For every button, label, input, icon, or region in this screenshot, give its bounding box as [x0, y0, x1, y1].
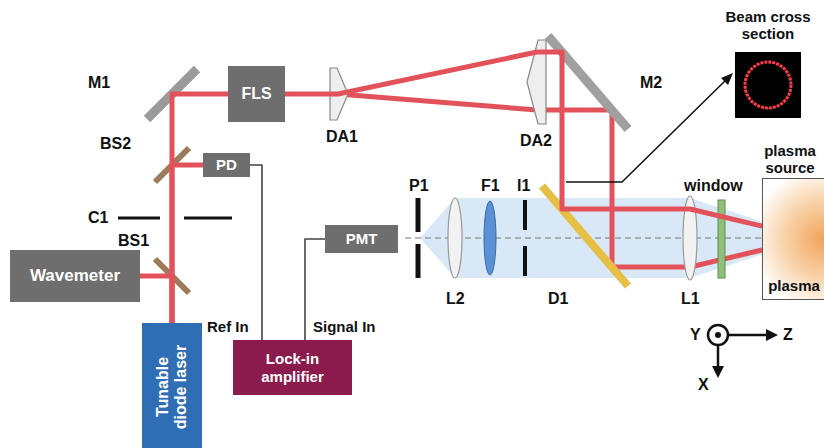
box-label: Wavemeter — [30, 266, 120, 286]
part-label: M1 — [88, 74, 110, 92]
port-label: Ref In — [205, 318, 251, 335]
connector-line — [172, 165, 203, 323]
laser-beam — [140, 276, 172, 323]
pmt-box: PMT — [325, 225, 398, 253]
window-plate — [718, 200, 725, 278]
filter — [484, 201, 496, 275]
laser-beam — [338, 94, 762, 267]
axis-symbol — [708, 325, 728, 345]
laser-box: Tunable diode laser — [142, 323, 202, 448]
part-label: F1 — [481, 177, 500, 195]
chopper — [184, 217, 232, 220]
arrowhead — [766, 329, 778, 341]
pinhole — [416, 244, 421, 278]
arrowhead — [721, 73, 733, 85]
part-label: Y — [690, 326, 701, 344]
part-label: I1 — [517, 177, 530, 195]
pinhole — [416, 198, 421, 232]
axis-arrow — [728, 334, 770, 337]
part-label: BS1 — [118, 232, 149, 250]
box-label: plasma source — [755, 142, 824, 177]
part-label: L2 — [446, 290, 465, 308]
connector-line — [285, 52, 762, 226]
dichroic-mirror — [542, 186, 628, 286]
part-label: D1 — [548, 290, 568, 308]
connector-line — [172, 94, 228, 323]
box-body: plasma — [763, 277, 824, 294]
part-label: Beam cross section — [716, 8, 820, 43]
part-label: Z — [783, 326, 793, 344]
part-label: C1 — [88, 209, 108, 227]
box-label: PMT — [346, 230, 378, 247]
port-label: Signal In — [311, 318, 378, 335]
chopper — [118, 217, 160, 220]
component-box: FLS — [228, 66, 285, 122]
part-label: BS2 — [100, 135, 131, 153]
part-label: X — [698, 376, 709, 394]
box-label: PD — [216, 156, 237, 173]
iris — [523, 246, 527, 276]
ring-beam — [745, 62, 791, 108]
laser-beam — [172, 94, 228, 323]
part-label: M2 — [640, 74, 662, 92]
axis-symbol — [715, 332, 721, 338]
connector-line — [140, 276, 172, 323]
box-label: Tunable diode laser — [154, 338, 191, 436]
photodiode-box: PD — [203, 153, 250, 177]
amplifier-box: Lock-in amplifier — [233, 340, 352, 395]
part-label: DA1 — [326, 128, 358, 146]
instrument-box: Wavemeter — [10, 250, 140, 302]
connector-line — [250, 165, 262, 340]
plasma-source-box: plasma sourceplasma — [762, 178, 824, 300]
arrowhead — [712, 366, 724, 378]
part-label: L1 — [681, 290, 700, 308]
box-label: Lock-in amplifier — [233, 350, 352, 385]
laser-beam — [285, 52, 762, 226]
part-label: window — [684, 177, 743, 195]
signal-wire — [250, 165, 262, 340]
leader-line — [566, 78, 728, 182]
iris — [523, 200, 527, 230]
cross-section-image — [735, 52, 801, 118]
part-label: DA2 — [520, 132, 552, 150]
box-label: FLS — [241, 85, 271, 103]
lens — [448, 198, 462, 278]
laser-beam — [172, 165, 203, 323]
part-label: P1 — [409, 177, 429, 195]
